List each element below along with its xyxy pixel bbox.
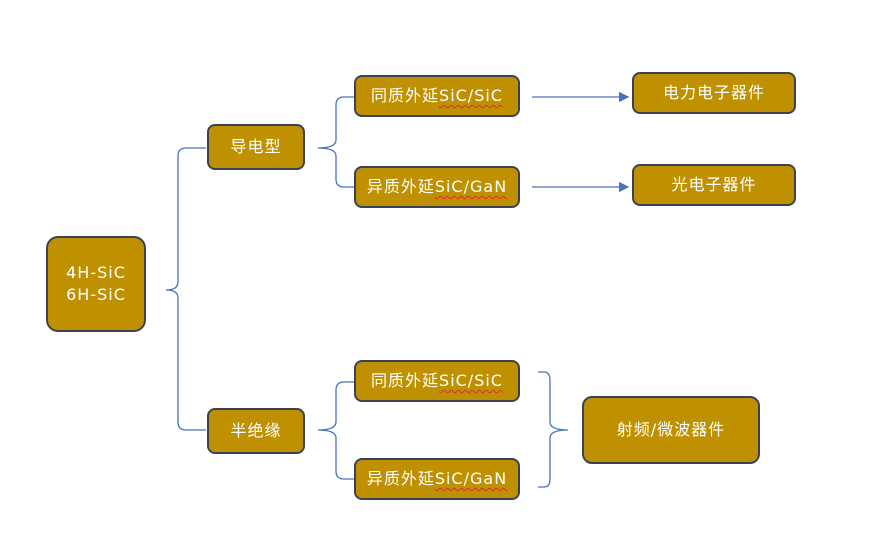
branch-conductive-label: 导电型 [230, 137, 282, 156]
brace-root [165, 147, 206, 431]
root-node: 4H-SiC 6H-SiC [46, 236, 146, 332]
application-power: 电力电子器件 [632, 72, 796, 114]
application-opto: 光电子器件 [632, 164, 796, 206]
epitaxy-prefix: 异质外延 [366, 469, 435, 488]
epitaxy-material: SiC/GaN [434, 177, 508, 196]
epitaxy-prefix: 同质外延 [371, 86, 440, 105]
branch-semi-insulating: 半绝缘 [207, 408, 305, 454]
application-power-label: 电力电子器件 [662, 83, 765, 102]
root-line-1: 4H-SiC [66, 263, 126, 282]
branch-conductive: 导电型 [207, 124, 305, 170]
application-opto-label: 光电子器件 [671, 175, 757, 194]
epitaxy-prefix: 异质外延 [366, 177, 435, 196]
brace-semi-insulating [317, 381, 354, 480]
epitaxy-material: SiC/SiC [439, 86, 503, 105]
epitaxy-prefix: 同质外延 [371, 371, 440, 390]
epitaxy-material: SiC/GaN [434, 469, 508, 488]
application-rf: 射频/微波器件 [582, 396, 760, 464]
epitaxy-material: SiC/SiC [439, 371, 503, 390]
brace-conductive [317, 96, 354, 188]
brace-rf [538, 371, 569, 488]
root-line-2: 6H-SiC [66, 285, 126, 304]
application-rf-label: 射频/微波器件 [616, 420, 726, 439]
branch-semi-insulating-label: 半绝缘 [230, 421, 282, 440]
